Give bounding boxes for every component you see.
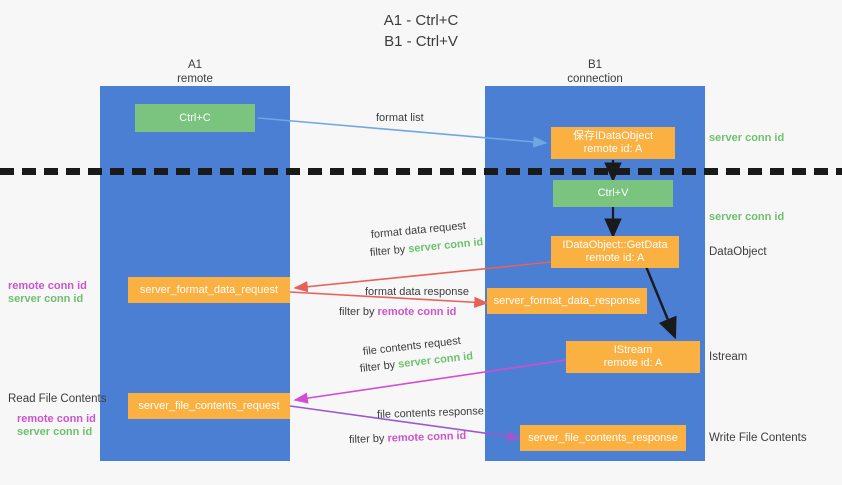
filter-highlight: remote conn id [387,429,467,445]
edge-label-format-data-response-filter: filter by remote conn id [339,305,456,320]
label-format-server-conn-id: server conn id [8,293,84,305]
label-server-conn-id-top: server conn id [709,132,785,144]
phase-divider [0,168,842,175]
edge-label-file-contents-response: file contents response [376,405,485,421]
filter-prefix: filter by [359,358,399,375]
box-istream[interactable]: IStream remote id: A [566,341,700,373]
box-server-file-contents-request[interactable]: server_file_contents_request [128,393,290,419]
edge-label-file-contents-response-filter: filter by remote conn id [349,429,467,448]
page-title: A1 - Ctrl+C B1 - Ctrl+V [383,12,459,50]
edge-label-format-list: format list [376,112,424,124]
box-ctrl-c[interactable]: Ctrl+C [135,104,255,132]
edge-label-format-data-response: format data response [365,286,469,298]
box-idataobject-store[interactable]: 保存IDataObject remote id: A [551,127,675,159]
filter-prefix: filter by [339,306,378,318]
box-server-format-data-request[interactable]: server_format_data_request [128,277,290,303]
label-server-conn-id-second: server conn id [709,211,785,223]
label-format-remote-conn-id: remote conn id [8,280,87,292]
label-file-remote-conn-id: remote conn id [17,413,96,425]
lane-header-b1: B1 connection [567,59,623,85]
lane-header-a1: A1 remote [177,59,213,85]
filter-prefix: filter by [348,432,388,446]
label-dataobject: DataObject [709,246,767,258]
filter-highlight: remote conn id [377,306,457,318]
label-istream: Istream [709,351,748,363]
box-idataobject-getdata[interactable]: IDataObject::GetData remote id: A [551,236,679,268]
label-write-file-contents: Write File Contents [709,432,807,444]
filter-highlight: server conn id [407,236,484,256]
box-ctrl-v[interactable]: Ctrl+V [553,180,673,207]
label-read-file-contents: Read File Contents [8,393,107,405]
filter-prefix: filter by [369,243,409,259]
box-server-file-contents-response[interactable]: server_file_contents_response [520,425,686,451]
box-server-format-data-response[interactable]: server_format_data_response [487,288,647,314]
label-file-server-conn-id: server conn id [17,426,93,438]
